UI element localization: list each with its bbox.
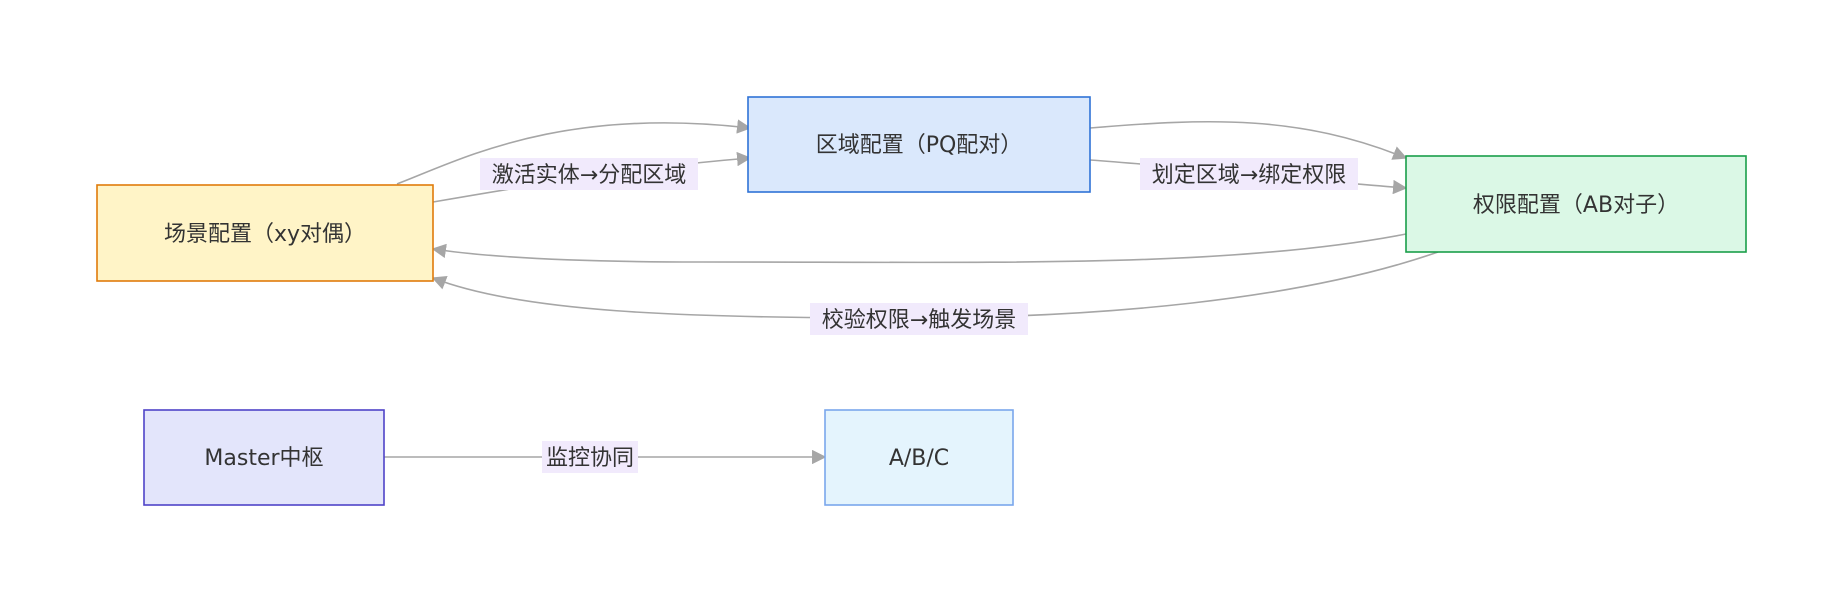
edge-label-bg [810,303,1028,335]
edge-label-text: 激活实体→分配区域 [492,163,686,188]
node-box [97,185,433,281]
edge-label-master-to-abc: 监控协同 [542,441,638,473]
node-border [143,409,385,506]
node-border [824,409,1014,506]
node-box [748,97,1090,192]
node-box [825,410,1013,505]
node-scene-config[interactable]: 场景配置（xy对偶） [96,184,434,282]
node-abc[interactable]: A/B/C [824,409,1014,506]
edge-label-permission-to-scene: 校验权限→触发场景 [810,303,1028,335]
edge-scene-to-region-upper [396,119,752,185]
node-box [144,410,384,505]
node-border [96,184,434,282]
node-border [747,96,1091,193]
edge-label-bg [1140,158,1358,190]
edge-label-text: 监控协同 [546,446,634,471]
edge-label-text: 校验权限→触发场景 [822,308,1016,333]
edge-labels: 激活实体→分配区域 划定区域→绑定权限 校验权限→触发场景 监控协同 [480,158,1358,473]
node-permission-config[interactable]: 权限配置（AB对子） [1405,155,1747,253]
edge-label-scene-to-region: 激活实体→分配区域 [480,158,698,190]
node-label: Master中枢 [204,446,323,471]
node-border [1405,155,1747,253]
node-label: A/B/C [889,446,949,471]
edge-permission-to-scene-upper [431,233,1407,264]
node-label: 权限配置（AB对子） [1473,193,1679,218]
edge-region-to-permission-upper [1089,120,1408,160]
node-label: 场景配置（xy对偶） [164,222,366,247]
edge-label-region-to-permission: 划定区域→绑定权限 [1140,158,1358,190]
node-master-hub[interactable]: Master中枢 [143,409,385,506]
edge-label-bg [480,158,698,190]
node-label: 区域配置（PQ配对） [816,133,1023,158]
node-region-config[interactable]: 区域配置（PQ配对） [747,96,1091,193]
node-box [1406,156,1746,252]
nodes: 场景配置（xy对偶） 区域配置（PQ配对） 权限配置（AB对子） Master中… [96,96,1747,506]
edge-label-bg [542,441,638,473]
edge-label-text: 划定区域→绑定权限 [1152,163,1346,188]
